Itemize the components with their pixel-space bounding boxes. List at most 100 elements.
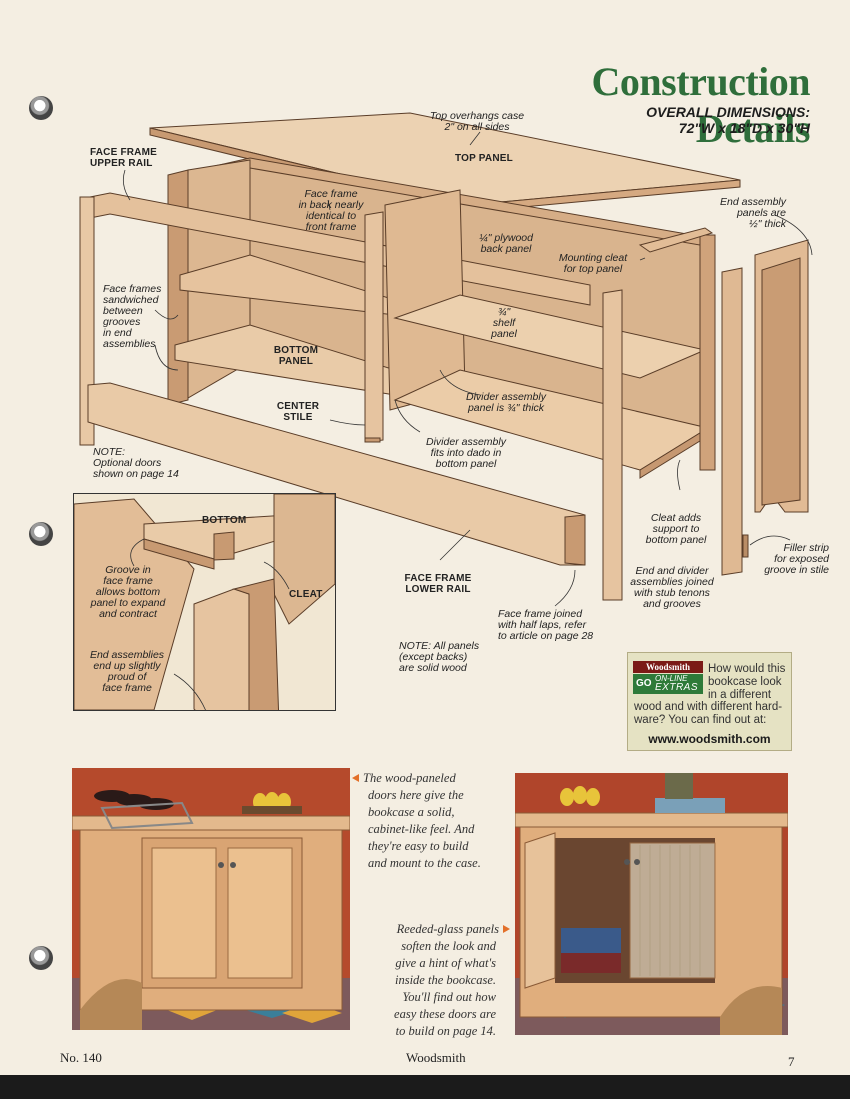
label-line: CENTER [276, 401, 320, 412]
overall-dimensions: OVERALL DIMENSIONS: 72"W x 18"D x 30"H [560, 104, 810, 136]
caption-line: bookcase a solid, [368, 805, 455, 819]
label-cleat-support: Cleat adds support to bottom panel [638, 513, 714, 546]
caption-line: give a hint of what's [395, 956, 496, 970]
label-sandwiched: Face frames sandwiched between grooves i… [103, 284, 161, 350]
label-line: to article on page 28 [498, 630, 594, 642]
inset-label-end-assemblies: End assemblies end up slightly proud of … [82, 650, 172, 694]
go-online-extras-badge: GO ON-LINE EXTRAS [633, 674, 703, 694]
photo-wood-doors-image [72, 768, 350, 1030]
label-line: grooves [103, 316, 141, 328]
label-line: FACE FRAME [404, 573, 472, 584]
label-line: support to [652, 523, 700, 535]
label-divider-dado: Divider assembly fits into dado in botto… [418, 437, 514, 470]
caption-line: Reeded-glass panels [370, 921, 510, 938]
dims-label: OVERALL DIMENSIONS: [646, 104, 810, 120]
label-bottom-panel: BOTTOM PANEL [268, 345, 324, 367]
label-line: 2" on all sides [444, 121, 510, 133]
woodsmith-url-link[interactable]: www.woodsmith.com [648, 732, 771, 746]
label-line: identical to [305, 210, 357, 222]
label-line: Filler strip [783, 542, 829, 554]
label-line: for exposed [774, 553, 829, 565]
page-title: Construction Details [591, 59, 811, 151]
label-top-overhang: Top overhangs case 2" on all sides [412, 111, 542, 133]
label-line: Mounting cleat [558, 252, 628, 264]
label-line: fits into dado in [430, 447, 502, 459]
caption-line: You'll find out how [402, 990, 496, 1004]
label-line: LOWER RAIL [405, 584, 471, 595]
label-line: Face frame [304, 188, 358, 200]
inset-label-cleat: CLEAT [289, 589, 323, 600]
label-line: Optional doors [93, 457, 162, 469]
label-line: NOTE: All panels [399, 640, 480, 652]
label-top-panel: TOP PANEL [455, 153, 513, 164]
label-line: bottom panel [645, 534, 707, 546]
label-line: and grooves [643, 598, 701, 610]
label-line: are solid wood [399, 662, 467, 674]
extras-text: EXTRAS [655, 682, 699, 693]
label-line: and contract [99, 608, 157, 620]
label-end-panels: End assembly panels are ½" thick [700, 197, 786, 230]
label-line: assemblies [103, 338, 156, 350]
joint-detail-inset: BOTTOM CLEAT Groove in face frame allows… [73, 493, 336, 711]
label-line: panels are [736, 207, 786, 219]
caption-glass-doors: Reeded-glass panels soften the look and … [370, 921, 510, 1040]
label-line: panel to expand [90, 597, 166, 609]
label-face-frame-back: Face frame in back nearly identical to f… [290, 189, 372, 233]
label-line: shelf [492, 317, 516, 329]
label-note-doors: NOTE: Optional doors shown on page 14 [93, 447, 179, 480]
go-text: GO [636, 678, 652, 689]
label-line: allows bottom [95, 586, 161, 598]
label-line: proud of [107, 671, 147, 683]
label-end-divider: End and divider assemblies joined with s… [624, 566, 720, 610]
label-line: UPPER RAIL [90, 158, 153, 169]
label-line: PANEL [278, 356, 314, 367]
label-line: (except backs) [399, 651, 468, 663]
label-line: face frame [103, 575, 153, 587]
label-line: Groove in [105, 564, 151, 576]
footer-issue: No. 140 [60, 1050, 102, 1065]
label-line: sandwiched [103, 294, 159, 306]
label-line: groove in stile [764, 564, 829, 576]
woodsmith-logo: Woodsmith [633, 661, 703, 673]
label-line: bottom panel [435, 458, 497, 470]
label-line: with half laps, refer [498, 619, 587, 631]
label-line: End assemblies [89, 649, 165, 661]
caption-text: Reeded-glass panels [396, 922, 499, 936]
exploded-view-illustration [79, 112, 813, 607]
caption-line: cabinet-like feel. And [368, 822, 475, 836]
extras-question-rest: wood and with different hard-ware? You c… [634, 701, 783, 726]
online-text: ON-LINE [655, 674, 688, 683]
label-line: End and divider [635, 565, 709, 577]
arrow-right-icon [503, 925, 510, 933]
caption-line: to build on page 14. [395, 1024, 496, 1038]
photo-wood-doors-bookcase [72, 768, 350, 1030]
label-line: front frame [305, 221, 357, 233]
inset-label-bottom: BOTTOM [202, 515, 247, 526]
joint-detail-drawing [74, 494, 335, 710]
label-line: end up slightly [93, 660, 161, 672]
caption-wood-doors: The wood-paneled doors here give the boo… [352, 770, 502, 872]
caption-line: soften the look and [401, 939, 496, 953]
extras-question: How would this bookcase look in a differ… [708, 663, 786, 701]
label-line: Face frame joined [498, 608, 583, 620]
label-line: shown on page 14 [93, 468, 179, 480]
caption-line: inside the bookcase. [394, 973, 496, 987]
label-line: Divider assembly [466, 391, 546, 403]
caption-line: and mount to the case. [368, 856, 481, 870]
label-line: ¼" plywood [479, 232, 533, 244]
label-line: BOTTOM [273, 345, 319, 356]
label-line: Cleat adds [650, 512, 702, 524]
label-line: Divider assembly [426, 436, 506, 448]
label-line: back panel [480, 243, 532, 255]
caption-line: easy these doors are [394, 1007, 496, 1021]
label-line: face frame [102, 682, 152, 694]
caption-line: The wood-paneled [352, 770, 502, 787]
label-note-panels: NOTE: All panels (except backs) are soli… [399, 641, 479, 674]
label-line: End assembly [720, 196, 786, 208]
label-upper-rail: FACE FRAME UPPER RAIL [90, 147, 157, 169]
label-shelf: ¾" shelf panel [484, 307, 524, 340]
caption-text: The wood-paneled [363, 771, 456, 785]
label-line: in end [103, 327, 132, 339]
footer-page-number: 7 [788, 1054, 795, 1069]
caption-line: doors here give the [368, 788, 464, 802]
